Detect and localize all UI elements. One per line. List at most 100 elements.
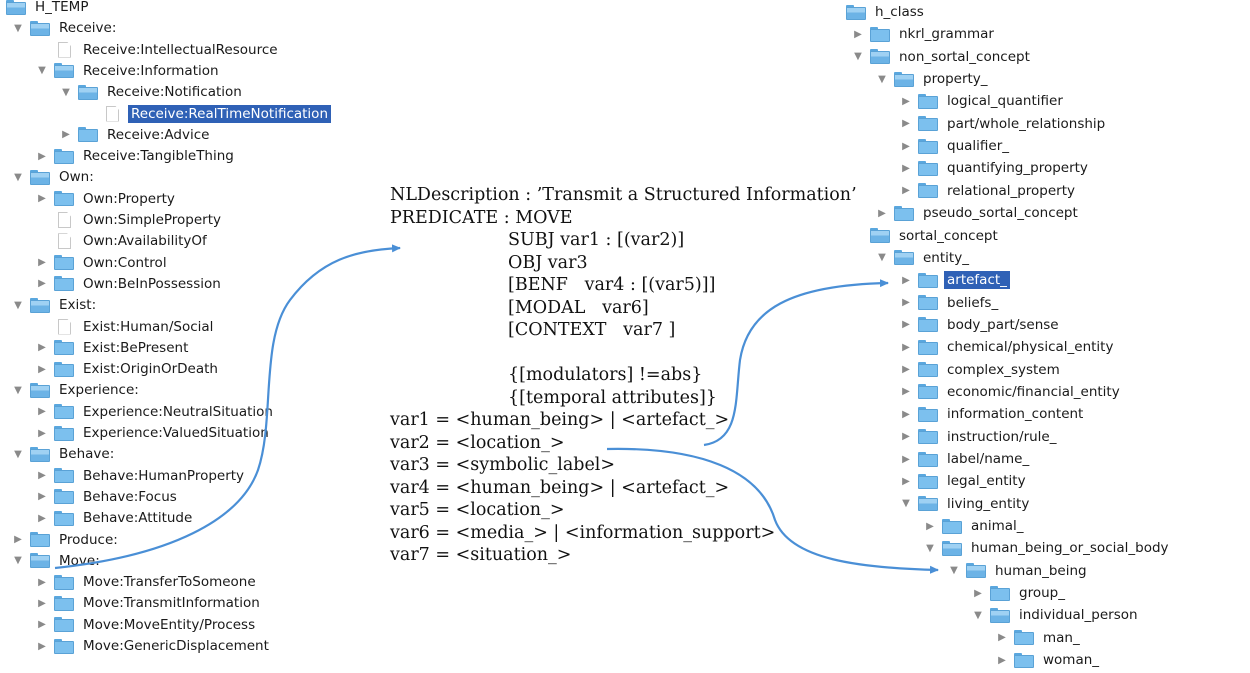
- tree-node[interactable]: ▶ Own:Property: [36, 189, 178, 209]
- disclosure-collapsed-icon[interactable]: ▶: [14, 534, 22, 545]
- tree-node-label[interactable]: legal_entity: [947, 473, 1026, 490]
- tree-node-label[interactable]: entity_: [923, 249, 969, 266]
- disclosure-collapsed-icon[interactable]: ▶: [902, 453, 910, 465]
- tree-node[interactable]: Own:AvailabilityOf: [36, 231, 210, 251]
- tree-node-label[interactable]: artefact_: [944, 271, 1010, 290]
- disclosure-expanded-icon[interactable]: ▼: [878, 73, 886, 85]
- tree-node-label[interactable]: qualifier_: [947, 138, 1010, 155]
- tree-node-label[interactable]: relational_property: [947, 182, 1076, 199]
- tree-node-label[interactable]: sortal_concept: [899, 227, 998, 244]
- tree-node[interactable]: ▶Behave:HumanProperty: [36, 466, 247, 486]
- tree-node-label[interactable]: Receive:Notification: [107, 84, 242, 101]
- tree-node[interactable]: Own:SimpleProperty: [36, 210, 224, 230]
- disclosure-expanded-icon[interactable]: ▼: [974, 609, 982, 621]
- tree-root[interactable]: h_class: [846, 2, 927, 22]
- tree-node-label[interactable]: Move:TransmitInformation: [83, 595, 260, 612]
- tree-node[interactable]: ▼living_entity: [900, 494, 1032, 514]
- disclosure-collapsed-icon[interactable]: ▶: [902, 341, 910, 353]
- tree-node-label[interactable]: Move:MoveEntity/Process: [83, 616, 256, 633]
- disclosure-collapsed-icon[interactable]: ▶: [38, 597, 46, 609]
- tree-node[interactable]: ▶ man_: [996, 628, 1083, 648]
- tree-node-label[interactable]: information_content: [947, 406, 1084, 423]
- tree-node[interactable]: ▶group_: [972, 583, 1068, 603]
- disclosure-expanded-icon[interactable]: ▼: [62, 86, 70, 98]
- disclosure-expanded-icon[interactable]: ▼: [14, 171, 22, 183]
- disclosure-collapsed-icon[interactable]: ▶: [38, 491, 46, 503]
- disclosure-collapsed-icon[interactable]: ▶: [902, 162, 910, 174]
- disclosure-collapsed-icon[interactable]: ▶: [38, 427, 46, 439]
- tree-node-label[interactable]: human_being_or_social_body: [971, 540, 1169, 557]
- disclosure-collapsed-icon[interactable]: ▶: [902, 475, 910, 487]
- disclosure-collapsed-icon[interactable]: ▶: [974, 587, 982, 599]
- tree-node[interactable]: ▶ Move:TransmitInformation: [36, 593, 263, 613]
- disclosure-collapsed-icon[interactable]: ▶: [878, 207, 886, 219]
- tree-node-label[interactable]: man_: [1043, 629, 1080, 646]
- tree-node[interactable]: ▶Experience:NeutralSituation: [36, 402, 276, 422]
- tree-node[interactable]: sortal_concept: [852, 226, 1001, 246]
- disclosure-collapsed-icon[interactable]: ▶: [902, 297, 910, 309]
- tree-node-label[interactable]: animal_: [971, 518, 1024, 535]
- tree-node[interactable]: ▼Own:: [12, 167, 97, 187]
- disclosure-collapsed-icon[interactable]: ▶: [38, 576, 46, 588]
- disclosure-expanded-icon[interactable]: ▼: [14, 299, 22, 311]
- tree-node[interactable]: ▶beliefs_: [900, 293, 1001, 313]
- tree-node[interactable]: ▶pseudo_sortal_concept: [876, 203, 1081, 223]
- tree-node[interactable]: Receive:RealTimeNotification: [84, 104, 332, 124]
- disclosure-collapsed-icon[interactable]: ▶: [62, 129, 70, 141]
- tree-node[interactable]: Receive:IntellectualResource: [36, 40, 281, 60]
- tree-node-label[interactable]: logical_quantifier: [947, 93, 1063, 110]
- tree-node-label[interactable]: Exist:OriginOrDeath: [83, 361, 218, 378]
- tree-root[interactable]: H_TEMP: [6, 0, 91, 17]
- tree-node[interactable]: ▶ Own:Control: [36, 253, 170, 273]
- tree-node[interactable]: ▼entity_: [876, 248, 972, 268]
- disclosure-collapsed-icon[interactable]: ▶: [38, 193, 46, 205]
- disclosure-collapsed-icon[interactable]: ▶: [902, 140, 910, 152]
- tree-node[interactable]: ▶Own:BeInPossession: [36, 274, 224, 294]
- tree-node[interactable]: ▶information_content: [900, 404, 1086, 424]
- tree-node-label[interactable]: Exist:Human/Social: [83, 318, 214, 335]
- tree-node-label[interactable]: Exist:BePresent: [83, 339, 189, 356]
- tree-node-label[interactable]: Own:Property: [83, 190, 175, 207]
- disclosure-collapsed-icon[interactable]: ▶: [38, 512, 46, 524]
- tree-node-label[interactable]: Move:GenericDisplacement: [83, 638, 269, 654]
- tree-node[interactable]: ▶ part/whole_relationship: [900, 114, 1108, 134]
- tree-node[interactable]: ▼ Receive:Notification: [60, 82, 245, 102]
- tree-node[interactable]: ▶Behave:Attitude: [36, 508, 195, 528]
- tree-node[interactable]: ▶complex_system: [900, 360, 1063, 380]
- tree-node-label[interactable]: part/whole_relationship: [947, 115, 1106, 132]
- tree-node[interactable]: ▶ logical_quantifier: [900, 91, 1066, 111]
- disclosure-collapsed-icon[interactable]: ▶: [38, 257, 46, 269]
- tree-node[interactable]: ▶ animal_: [924, 516, 1027, 536]
- tree-node[interactable]: ▶Exist:OriginOrDeath: [36, 359, 221, 379]
- disclosure-expanded-icon[interactable]: ▼: [14, 555, 22, 567]
- disclosure-collapsed-icon[interactable]: ▶: [38, 619, 46, 631]
- disclosure-collapsed-icon[interactable]: ▶: [926, 520, 934, 532]
- tree-node-label[interactable]: human_being: [995, 562, 1087, 579]
- tree-node-label[interactable]: non_sortal_concept: [899, 48, 1030, 65]
- disclosure-expanded-icon[interactable]: ▼: [902, 498, 910, 510]
- tree-node-label[interactable]: Behave:: [59, 446, 115, 463]
- disclosure-collapsed-icon[interactable]: ▶: [38, 640, 46, 652]
- tree-node[interactable]: ▶instruction/rule_: [900, 427, 1059, 447]
- tree-node-label[interactable]: nkrl_grammar: [899, 26, 994, 43]
- tree-node[interactable]: ▶Receive:TangibleThing: [36, 146, 237, 166]
- tree-node-label[interactable]: Own:Control: [83, 254, 167, 271]
- tree-node[interactable]: ▶ Experience:ValuedSituation: [36, 423, 272, 443]
- disclosure-expanded-icon[interactable]: ▼: [14, 22, 22, 34]
- tree-node[interactable]: ▶ Move:TransferToSomeone: [36, 572, 259, 592]
- tree-node-label[interactable]: Move:TransferToSomeone: [83, 574, 256, 591]
- disclosure-collapsed-icon[interactable]: ▶: [998, 654, 1006, 666]
- tree-node[interactable]: ▶woman_: [996, 650, 1102, 670]
- tree-node-label[interactable]: Experience:ValuedSituation: [83, 425, 269, 441]
- disclosure-collapsed-icon[interactable]: ▶: [902, 118, 910, 130]
- tree-node[interactable]: ▶Behave:Focus: [36, 487, 180, 507]
- tree-node[interactable]: ▶chemical/physical_entity: [900, 337, 1116, 357]
- disclosure-collapsed-icon[interactable]: ▶: [38, 342, 46, 354]
- tree-node-label[interactable]: Receive:RealTimeNotification: [128, 104, 332, 123]
- tree-node[interactable]: ▶Produce:: [12, 530, 121, 550]
- disclosure-collapsed-icon[interactable]: ▶: [902, 95, 910, 107]
- tree-node[interactable]: ▶ nkrl_grammar: [852, 24, 997, 44]
- tree-node[interactable]: ▼human_being: [948, 561, 1090, 581]
- disclosure-collapsed-icon[interactable]: ▶: [854, 28, 862, 40]
- disclosure-collapsed-icon[interactable]: ▶: [998, 632, 1006, 644]
